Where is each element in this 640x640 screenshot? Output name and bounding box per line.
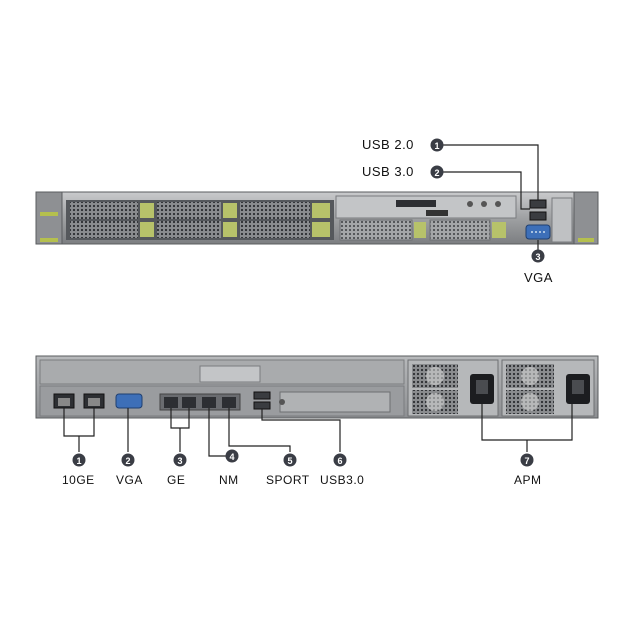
rear-badge-2: 2 (121, 453, 135, 467)
svg-text:2: 2 (434, 168, 439, 178)
svg-text:1: 1 (76, 456, 81, 466)
front-panel (35, 191, 599, 245)
svg-text:3: 3 (177, 456, 182, 466)
label-sport: SPORT (266, 473, 310, 487)
label-10ge: 10GE (62, 473, 95, 487)
label-nm: NM (219, 473, 239, 487)
svg-text:6: 6 (337, 456, 342, 466)
usb3-port-rear-2 (253, 401, 271, 410)
front-badge-1: 1 (430, 138, 444, 152)
vga-port-front (525, 224, 551, 240)
psu-1 (407, 359, 499, 417)
svg-text:4: 4 (229, 452, 234, 462)
rear-badge-3: 3 (173, 453, 187, 467)
svg-text:2: 2 (125, 456, 130, 466)
label-vga-rear: VGA (116, 473, 143, 487)
psu-2 (501, 359, 595, 417)
ge-port-1 (164, 397, 178, 408)
ge-port-2 (182, 397, 196, 408)
rear-panel (35, 355, 599, 419)
label-usb-2: USB 2.0 (362, 137, 414, 152)
front-badge-2: 2 (430, 165, 444, 179)
svg-text:7: 7 (524, 456, 529, 466)
usb3-port-rear-1 (253, 391, 271, 400)
rear-badge-1: 1 (72, 453, 86, 467)
serial-port (222, 397, 236, 408)
label-vga-front: VGA (524, 270, 553, 285)
svg-text:3: 3 (535, 252, 540, 262)
label-apm: APM (514, 473, 542, 487)
svg-text:1: 1 (434, 141, 439, 151)
drive-bays (66, 200, 334, 240)
usb-3-port (529, 211, 547, 221)
rear-leader-lines (63, 404, 573, 457)
vga-port-rear (115, 393, 143, 409)
rear-badge-4: 4 (225, 449, 239, 463)
nm-port (202, 397, 216, 408)
rear-badge-6: 6 (333, 453, 347, 467)
label-usb30-rear: USB3.0 (320, 473, 365, 487)
front-badge-3: 3 (531, 249, 545, 263)
label-ge: GE (167, 473, 186, 487)
rear-badge-5: 5 (283, 453, 297, 467)
svg-text:5: 5 (287, 456, 292, 466)
label-usb-3: USB 3.0 (362, 164, 414, 179)
usb-2-port (529, 199, 547, 209)
rear-badge-7: 7 (520, 453, 534, 467)
